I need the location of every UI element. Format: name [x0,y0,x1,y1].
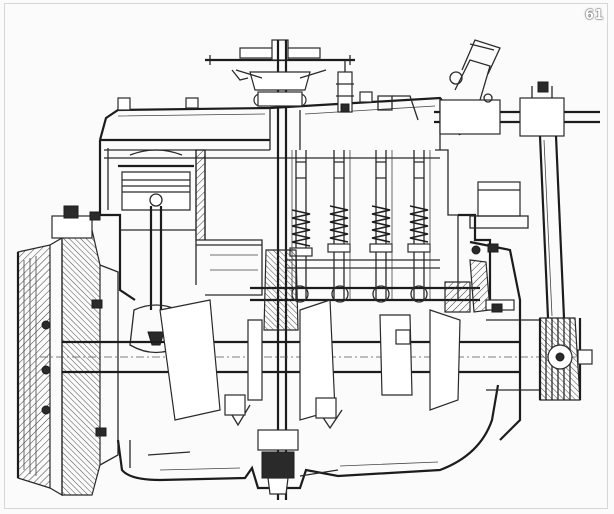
oil-pan [116,384,500,490]
water-pump [434,39,600,137]
fasteners [89,71,503,437]
valve-springs [286,150,440,300]
crankshaft-pulley [538,317,593,401]
spark-plug [336,60,354,113]
figure-border [4,3,608,509]
valve-spring-2 [327,150,351,300]
fan-belt [538,135,566,319]
piston [118,149,194,211]
oil-pump [257,249,299,495]
plate-number: 61 [584,8,604,23]
valve-spring-4 [407,150,431,300]
crankshaft [40,299,590,430]
oil-filler-cap [469,181,529,229]
flywheel-housing [16,205,119,497]
valve-spring-3 [369,150,393,300]
